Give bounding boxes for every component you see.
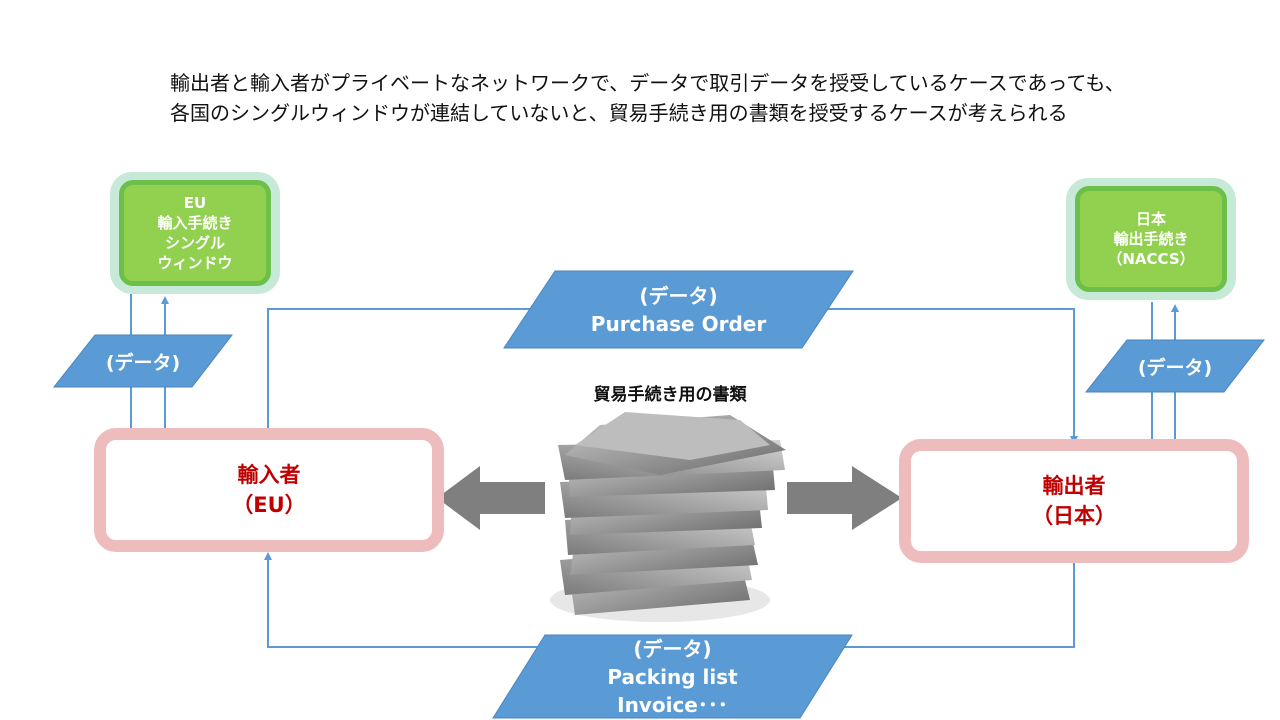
importer-region: （EU） [232,493,306,517]
importer-name: 輸入者 [237,463,301,487]
jp-window-line-2: 輸出手続き [1113,230,1189,248]
eu-window-line-3: シングル [164,234,225,252]
document-stack-icon [550,412,786,622]
jp-window-line-3: （NACCS） [1107,250,1195,268]
data-right-shape [1084,339,1266,393]
exporter-name: 輸出者 [1042,474,1106,498]
importer-box: 輸入者 （EU） [94,428,444,552]
exporter-box: 輸出者 （日本） [899,439,1249,563]
arrow-to-importer [437,466,545,530]
packing-list-shape [492,634,853,719]
caption-line-2: 各国のシングルウィンドウが連結していないと、貿易手続き用の書類を授受するケースが… [170,101,1068,125]
purchase-order-shape [503,270,854,349]
jp-single-window: 日本 輸出手続き （NACCS） [1066,178,1236,300]
jp-window-line-1: 日本 [1135,210,1166,228]
exporter-region: （日本） [1032,504,1116,528]
eu-window-line-2: 輸入手続き [157,214,233,232]
documents-title: 貿易手続き用の書類 [593,385,747,405]
caption: 輸出者と輸入者がプライベートなネットワークで、データで取引データを授受しているケ… [170,68,1170,128]
eu-window-line-4: ウィンドウ [157,254,233,272]
data-left-shape [52,334,234,388]
eu-single-window: EU 輸入手続き シングル ウィンドウ [110,172,280,294]
arrow-to-exporter [787,466,902,530]
eu-window-line-1: EU [183,194,207,212]
caption-line-1: 輸出者と輸入者がプライベートなネットワークで、データで取引データを授受しているケ… [170,71,1125,95]
